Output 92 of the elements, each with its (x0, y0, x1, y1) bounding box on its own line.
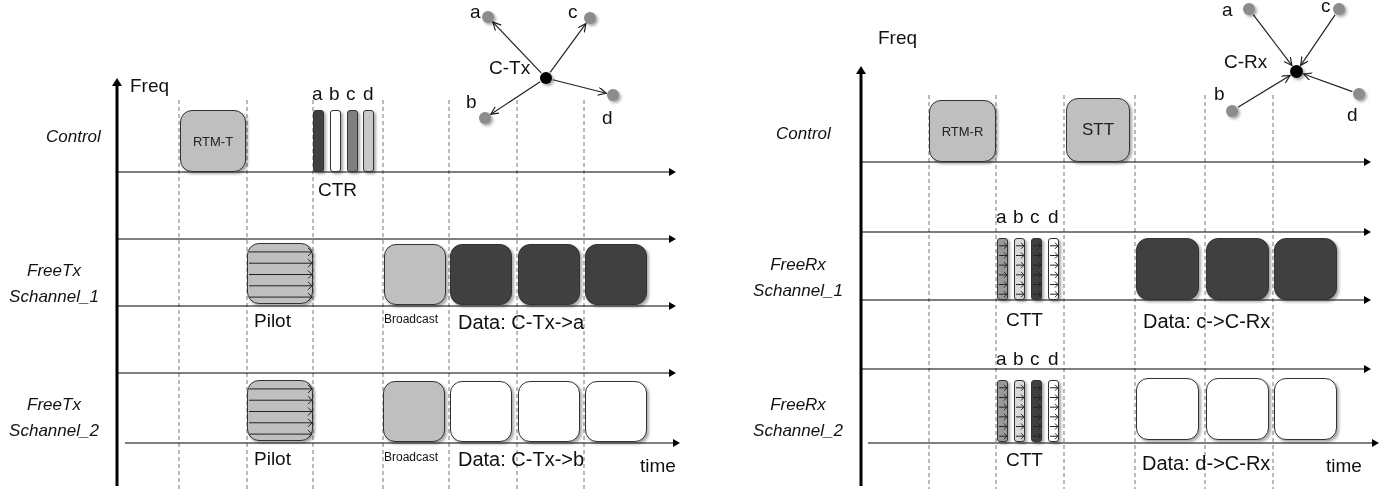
block-caption: b (1013, 349, 1024, 370)
block-caption: C-Tx (489, 58, 531, 79)
block-caption: b (466, 92, 477, 113)
data-block (518, 244, 580, 305)
block-caption: d (1048, 349, 1059, 370)
block-caption: c (568, 2, 578, 23)
data-block (1206, 238, 1269, 300)
axis-label: Data: c->C-Rx (1143, 310, 1271, 332)
axis-label: Data: d->C-Rx (1142, 452, 1271, 474)
axis-label: Freq (878, 28, 918, 49)
block-caption: d (602, 108, 613, 129)
block-caption: d (363, 84, 374, 105)
row-label: FreeTx Schannel_2 (8, 394, 100, 443)
block-caption: Broadcast (384, 451, 439, 465)
node-dot (1226, 105, 1238, 117)
data-block (1136, 378, 1199, 440)
ctt-bar (1048, 238, 1059, 300)
node-dot (1333, 3, 1345, 15)
node-dot (1353, 88, 1365, 100)
data-block (450, 244, 512, 305)
node-dot (540, 72, 552, 84)
row-label: Control (776, 125, 831, 144)
node-dot (1290, 65, 1303, 78)
node-dot (482, 11, 494, 23)
ctr-bar (313, 110, 324, 172)
ctr-bar (347, 110, 358, 172)
ctt-bar (997, 238, 1008, 300)
block-caption: d (1347, 105, 1358, 126)
data-block (1206, 378, 1269, 440)
block-caption: a (1222, 0, 1233, 21)
block-caption: c (346, 84, 356, 105)
row-label: Control (46, 128, 101, 147)
row-label: FreeRx Schannel_1 (752, 254, 844, 303)
arrow (1252, 13, 1293, 67)
block-caption: c (1321, 0, 1331, 17)
block-caption: c (1030, 349, 1040, 370)
broadcast-block (383, 381, 445, 442)
ctr-bar (363, 110, 374, 172)
axis-label: CTR (318, 180, 358, 201)
arrow (492, 21, 542, 74)
axis-label: Data: C-Tx->a (458, 311, 585, 333)
arrow (490, 81, 541, 115)
ctt-bar (1014, 238, 1025, 300)
ctt-bar (1031, 238, 1042, 300)
ctr-bar (330, 110, 341, 172)
arrow (552, 79, 607, 96)
row-label: FreeTx Schannel_1 (8, 260, 100, 309)
arrow (549, 23, 587, 73)
block-caption: a (996, 207, 1007, 228)
rtm-block: RTM-T (180, 110, 246, 172)
ctt-bar (1031, 380, 1042, 442)
axis-label: CTT (1006, 450, 1043, 471)
block-caption: a (996, 349, 1007, 370)
block-caption: Pilot (254, 311, 291, 332)
data-block (585, 381, 647, 442)
axis-label: time (1326, 456, 1362, 477)
data-block (1274, 378, 1337, 440)
pilot-block (247, 380, 313, 441)
arrow (1302, 72, 1353, 93)
block-caption: b (329, 84, 340, 105)
block-caption: d (1048, 207, 1059, 228)
block-caption: a (470, 2, 481, 23)
block-caption: b (1013, 207, 1024, 228)
data-block (518, 381, 580, 442)
data-block (450, 381, 512, 442)
data-block (1274, 238, 1337, 300)
pilot-block (247, 243, 313, 304)
stt-block: STT (1066, 98, 1130, 162)
rtm-block: RTM-R (929, 100, 996, 162)
arrow (1237, 74, 1291, 108)
ctt-bar (1048, 380, 1059, 442)
block-caption: Pilot (254, 449, 291, 470)
node-dot (479, 112, 491, 124)
data-block (1136, 238, 1199, 300)
ctt-bar (1014, 380, 1025, 442)
block-caption: a (312, 84, 323, 105)
ctt-bar (997, 380, 1008, 442)
row-label: FreeRx Schannel_2 (752, 394, 844, 443)
block-caption: c (1030, 207, 1040, 228)
block-caption: C-Rx (1224, 52, 1268, 73)
node-dot (1243, 3, 1255, 15)
arrow (1300, 14, 1336, 66)
block-caption: b (1214, 84, 1225, 105)
node-dot (607, 89, 619, 101)
axis-label: Data: C-Tx->b (458, 448, 585, 470)
data-block (585, 244, 647, 305)
node-dot (584, 12, 596, 24)
axis-label: Freq (130, 76, 170, 97)
block-caption: Broadcast (384, 313, 439, 327)
broadcast-block (384, 244, 446, 305)
axis-label: time (640, 456, 676, 477)
axis-label: CTT (1006, 310, 1043, 331)
